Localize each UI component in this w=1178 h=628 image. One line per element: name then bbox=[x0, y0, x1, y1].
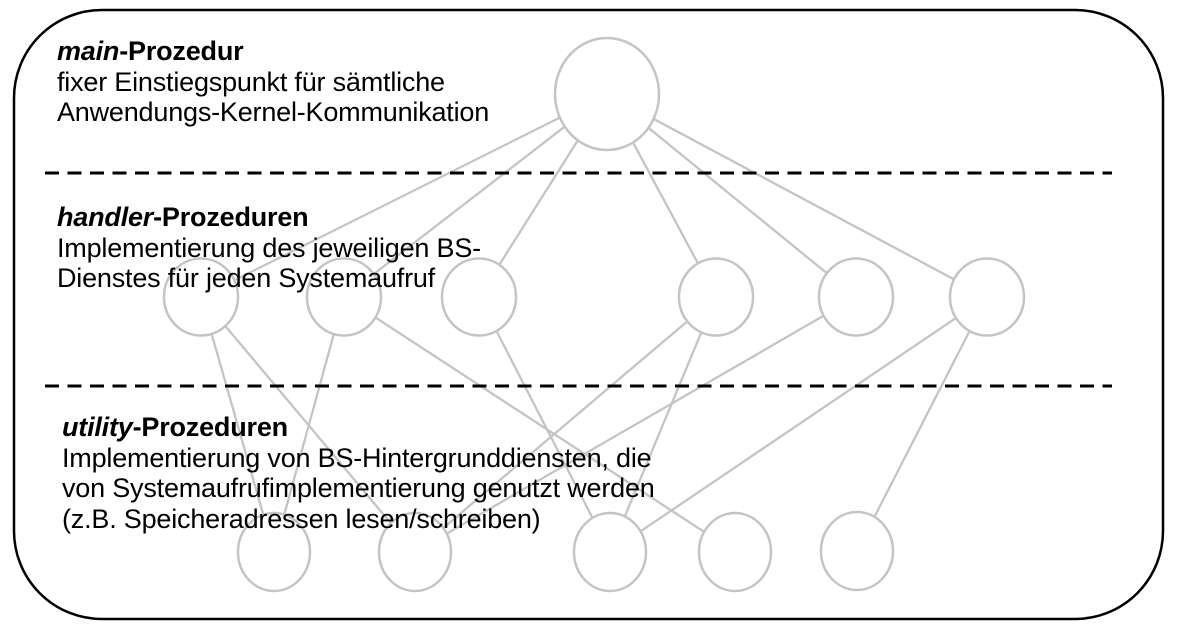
layer-description-line: Implementierung des jeweiligen BS- bbox=[57, 232, 481, 263]
layer-title-utility: utility-Prozeduren bbox=[62, 412, 655, 443]
layer-title-main-rest: -Prozedur bbox=[119, 36, 244, 66]
layer-label-main: main-Prozedur fixer Einstiegspunkt für s… bbox=[57, 36, 489, 128]
layer-label-utility: utility-Prozeduren Implementierung von B… bbox=[62, 412, 655, 534]
node-utility-u2 bbox=[377, 511, 453, 593]
layer-title-main-emph: main bbox=[57, 36, 120, 66]
layer-title-utility-rest: -Prozeduren bbox=[132, 412, 289, 442]
node-handler-h1 bbox=[162, 257, 240, 337]
layer-title-handler-emph: handler bbox=[57, 202, 154, 232]
node-utility-u1 bbox=[236, 511, 312, 593]
layer-title-handler-rest: -Prozeduren bbox=[153, 202, 309, 232]
edge-h1-u1 bbox=[199, 296, 276, 553]
edge-h3-u3 bbox=[477, 296, 612, 553]
edge-h5-u2 bbox=[414, 296, 857, 553]
node-handler-h2 bbox=[305, 257, 383, 337]
node-handler-h6 bbox=[948, 257, 1026, 337]
edge-main-h6 bbox=[606, 92, 988, 299]
node-utility-u5 bbox=[819, 510, 895, 592]
node-utility-u4 bbox=[697, 511, 773, 593]
edge-h2-u1 bbox=[272, 296, 346, 553]
layer-description-line: von Systemaufrufimplementierung genutzt … bbox=[62, 473, 655, 503]
node-main-main bbox=[553, 36, 661, 152]
layer-title-utility-emph: utility bbox=[62, 412, 133, 442]
layer-label-handler: handler-Prozeduren Implementierung des j… bbox=[57, 202, 481, 294]
layer-description-line: Implementierung von BS-Hintergrunddienst… bbox=[62, 442, 652, 473]
edge-h6-u3 bbox=[609, 296, 988, 553]
edge-main-h1 bbox=[200, 92, 608, 299]
node-handler-h3 bbox=[440, 257, 518, 337]
layer-description-line: Anwendungs-Kernel-Kommunikation bbox=[57, 97, 490, 127]
edge-h2-u4 bbox=[343, 296, 736, 553]
outer-rounded-frame bbox=[12, 8, 1165, 621]
layer-description-line: Dienstes für jeden Systemaufruf bbox=[57, 263, 435, 293]
edge-main-h2 bbox=[343, 93, 608, 298]
edge-h6-u5 bbox=[855, 296, 989, 552]
layer-description-line: (z.B. Speicheradressen lesen/schreiben) bbox=[62, 503, 541, 534]
layer-title-handler: handler-Prozeduren bbox=[57, 202, 481, 233]
node-handler-h4 bbox=[677, 257, 755, 337]
layer-title-main: main-Prozedur bbox=[57, 36, 489, 67]
dividers-group bbox=[45, 171, 1112, 388]
node-utility-u3 bbox=[572, 511, 648, 593]
edge-h4-u2 bbox=[414, 296, 717, 553]
edge-h4-u3 bbox=[608, 296, 718, 553]
nodes-group bbox=[162, 36, 1026, 593]
layer-description-line: fixer Einstiegspunkt für sämtliche bbox=[57, 66, 445, 97]
node-handler-h5 bbox=[817, 257, 895, 337]
